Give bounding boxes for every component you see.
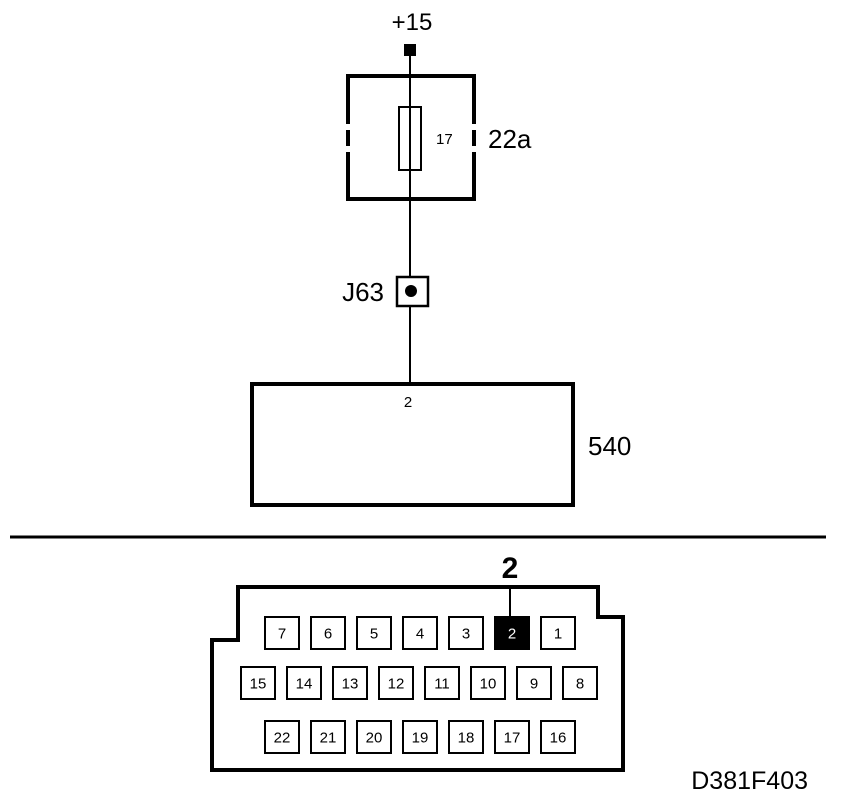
module-box: [250, 382, 575, 507]
connector-pin: [310, 720, 346, 754]
junction-label: J63: [342, 277, 384, 307]
connector-pin: [240, 666, 276, 700]
connector-pin-number: 14: [296, 676, 313, 693]
connector-pin-number: 15: [250, 676, 267, 693]
connector-pin-number: 18: [458, 730, 475, 747]
connector-pin: [540, 616, 576, 650]
connector-pin-number: 5: [370, 626, 378, 643]
connector-pin-number: 21: [320, 730, 337, 747]
connector-pin-number: 9: [530, 676, 538, 693]
connector-pin-number: 2: [508, 626, 516, 643]
connector-pin: [516, 666, 552, 700]
connector-pin: [378, 666, 414, 700]
highlight-pin-label: 2: [502, 552, 519, 585]
connector-pin-number: 19: [412, 730, 429, 747]
connector-pin-number: 13: [342, 676, 359, 693]
connector-pin-number: 1: [554, 626, 562, 643]
connector-pin: [402, 720, 438, 754]
connector-pin-number: 12: [388, 676, 405, 693]
connector-pin-number: 10: [480, 676, 497, 693]
figure-id: D381F403: [691, 767, 808, 795]
connector-pin-number: 4: [416, 626, 424, 643]
connector-pin-number: 8: [576, 676, 584, 693]
module-label: 540: [588, 431, 631, 461]
supply-label: +15: [392, 9, 433, 36]
connector-pin: [470, 666, 506, 700]
connector-pin-number: 7: [278, 626, 286, 643]
connector-pin-number: 6: [324, 626, 332, 643]
connector-pin: [448, 720, 484, 754]
connector-pin-number: 17: [504, 730, 521, 747]
connector-pin-number: 11: [434, 676, 450, 693]
connector-pin: [494, 616, 530, 650]
connector-pin: [540, 720, 576, 754]
connector-pin: [562, 666, 598, 700]
junction-dot: [405, 285, 417, 297]
fuse-box: [346, 74, 476, 201]
connector-pin: [310, 616, 346, 650]
connector-pin: [356, 720, 392, 754]
module-pin-label: 2: [404, 394, 412, 411]
connector-pin-number: 20: [366, 730, 383, 747]
connector-pin: [332, 666, 368, 700]
fuse-box-label: 22a: [488, 124, 532, 154]
connector-pin-number: 16: [550, 730, 567, 747]
connector-pin: [494, 720, 530, 754]
connector-pin: [424, 666, 460, 700]
fuse-number: 17: [436, 131, 453, 148]
connector-pin: [264, 720, 300, 754]
connector-pin: [402, 616, 438, 650]
connector-pin-number: 22: [274, 730, 291, 747]
connector-pin: [448, 616, 484, 650]
connector-pin: [286, 666, 322, 700]
connector-pin: [356, 616, 392, 650]
supply-terminal: [404, 44, 416, 56]
connector-pin: [264, 616, 300, 650]
connector-pin-number: 3: [462, 626, 470, 643]
